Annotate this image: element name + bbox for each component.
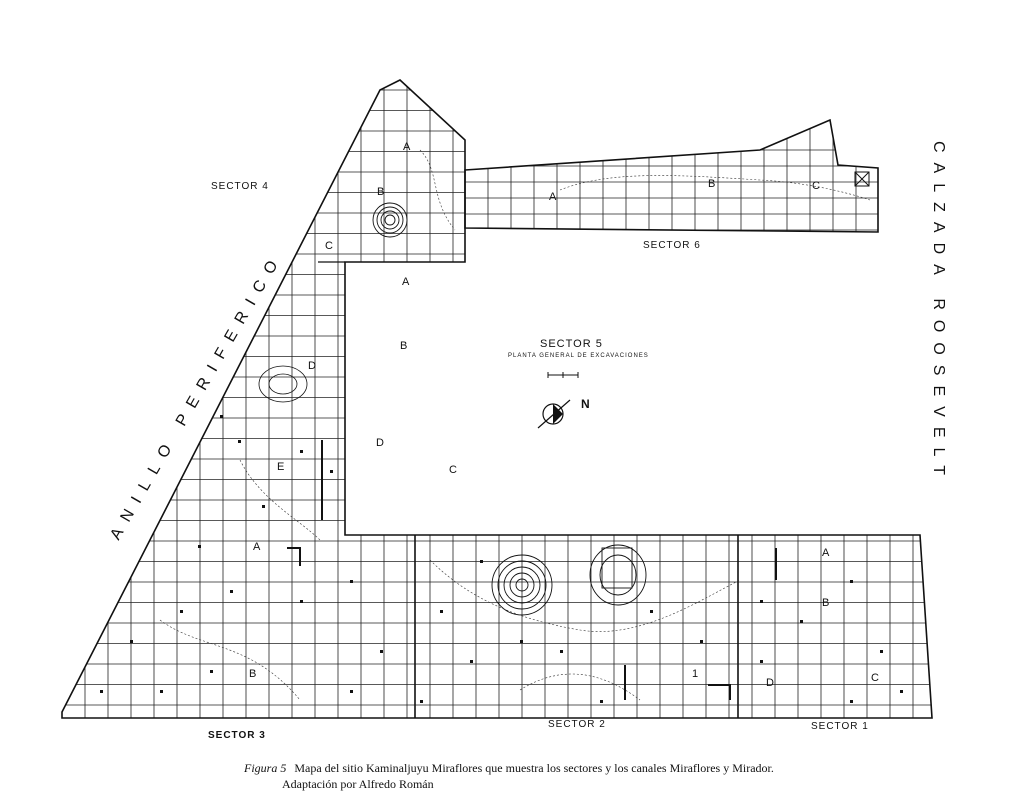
feature-mark	[300, 600, 303, 603]
feature-mark	[440, 610, 443, 613]
subsector-4d: D	[308, 360, 316, 372]
feature-mark	[380, 650, 383, 653]
contour-lines	[159, 149, 871, 701]
subsector-5a: A	[402, 276, 410, 288]
feature-mark	[760, 660, 763, 663]
mound-sector-2-east	[589, 544, 647, 606]
subsector-6c: C	[812, 180, 820, 192]
feature-mark	[900, 690, 903, 693]
feature-mark	[350, 690, 353, 693]
north-arrow	[537, 399, 571, 429]
canals	[287, 440, 777, 700]
feature-mark	[520, 640, 523, 643]
sector-1-label: SECTOR 1	[811, 721, 869, 732]
feature-mark	[420, 700, 423, 703]
feature-mark	[600, 700, 603, 703]
feature-mark	[100, 690, 103, 693]
sector-6-label: SECTOR 6	[643, 240, 701, 251]
feature-mark	[350, 580, 353, 583]
cross-mark	[854, 171, 870, 187]
subsector-4c: C	[325, 240, 333, 252]
sector-3-label: SECTOR 3	[208, 730, 266, 741]
figure-number: Figura 5	[244, 761, 287, 775]
subsector-1b: B	[822, 597, 830, 609]
feature-mark	[760, 600, 763, 603]
subsector-3b: B	[249, 668, 257, 680]
feature-mark	[330, 470, 333, 473]
north-label: N	[581, 397, 591, 411]
feature-mark	[880, 650, 883, 653]
sector-2-label: SECTOR 2	[548, 719, 606, 730]
scale-bar	[547, 372, 579, 378]
feature-mark	[700, 640, 703, 643]
subsector-3a: A	[253, 541, 261, 553]
feature-mark	[220, 415, 223, 418]
feature-mark	[850, 580, 853, 583]
feature-mark	[230, 590, 233, 593]
street-calzada-roosevelt: CALZADA ROOSEVELT	[930, 141, 947, 485]
feature-mark	[470, 660, 473, 663]
subsector-4e: E	[277, 461, 285, 473]
mound-sector-2	[491, 554, 553, 616]
feature-mark	[300, 450, 303, 453]
figure-caption: Figura 5 Mapa del sitio Kaminaljuyu Miraf…	[244, 760, 884, 792]
caption-line-2: Adaptación por Alfredo Román	[282, 777, 434, 791]
subsector-4b: B	[377, 186, 385, 198]
feature-mark	[180, 610, 183, 613]
subsector-2-1: 1	[692, 668, 699, 680]
subsector-1c: C	[871, 672, 879, 684]
subsector-6b: B	[708, 178, 716, 190]
subsector-5b: B	[400, 340, 408, 352]
subsector-1a: A	[822, 547, 830, 559]
feature-mark	[198, 545, 201, 548]
sector-5-label: SECTOR 5	[540, 338, 603, 350]
feature-marks	[100, 415, 903, 703]
subsector-6a: A	[549, 191, 557, 203]
subsector-5d: D	[376, 437, 384, 449]
feature-mark	[560, 650, 563, 653]
feature-mark	[238, 440, 241, 443]
site-outline-sector-6	[464, 118, 879, 233]
feature-mark	[160, 690, 163, 693]
subsector-5c: C	[449, 464, 457, 476]
feature-mark	[262, 505, 265, 508]
feature-mark	[130, 640, 133, 643]
mound-sector-4	[372, 202, 408, 238]
subsector-4a: A	[403, 141, 411, 153]
feature-mark	[800, 620, 803, 623]
grid-sector-6	[465, 120, 878, 232]
sector-4-label: SECTOR 4	[211, 181, 269, 192]
mound-sector-4-d	[258, 365, 308, 403]
sector-5-subtitle: PLANTA GENERAL DE EXCAVACIONES	[508, 353, 649, 359]
feature-mark	[480, 560, 483, 563]
feature-mark	[650, 610, 653, 613]
subsector-1d: D	[766, 677, 774, 689]
feature-mark	[210, 670, 213, 673]
feature-mark	[850, 700, 853, 703]
caption-line-1: Mapa del sitio Kaminaljuyu Miraflores qu…	[294, 761, 774, 775]
